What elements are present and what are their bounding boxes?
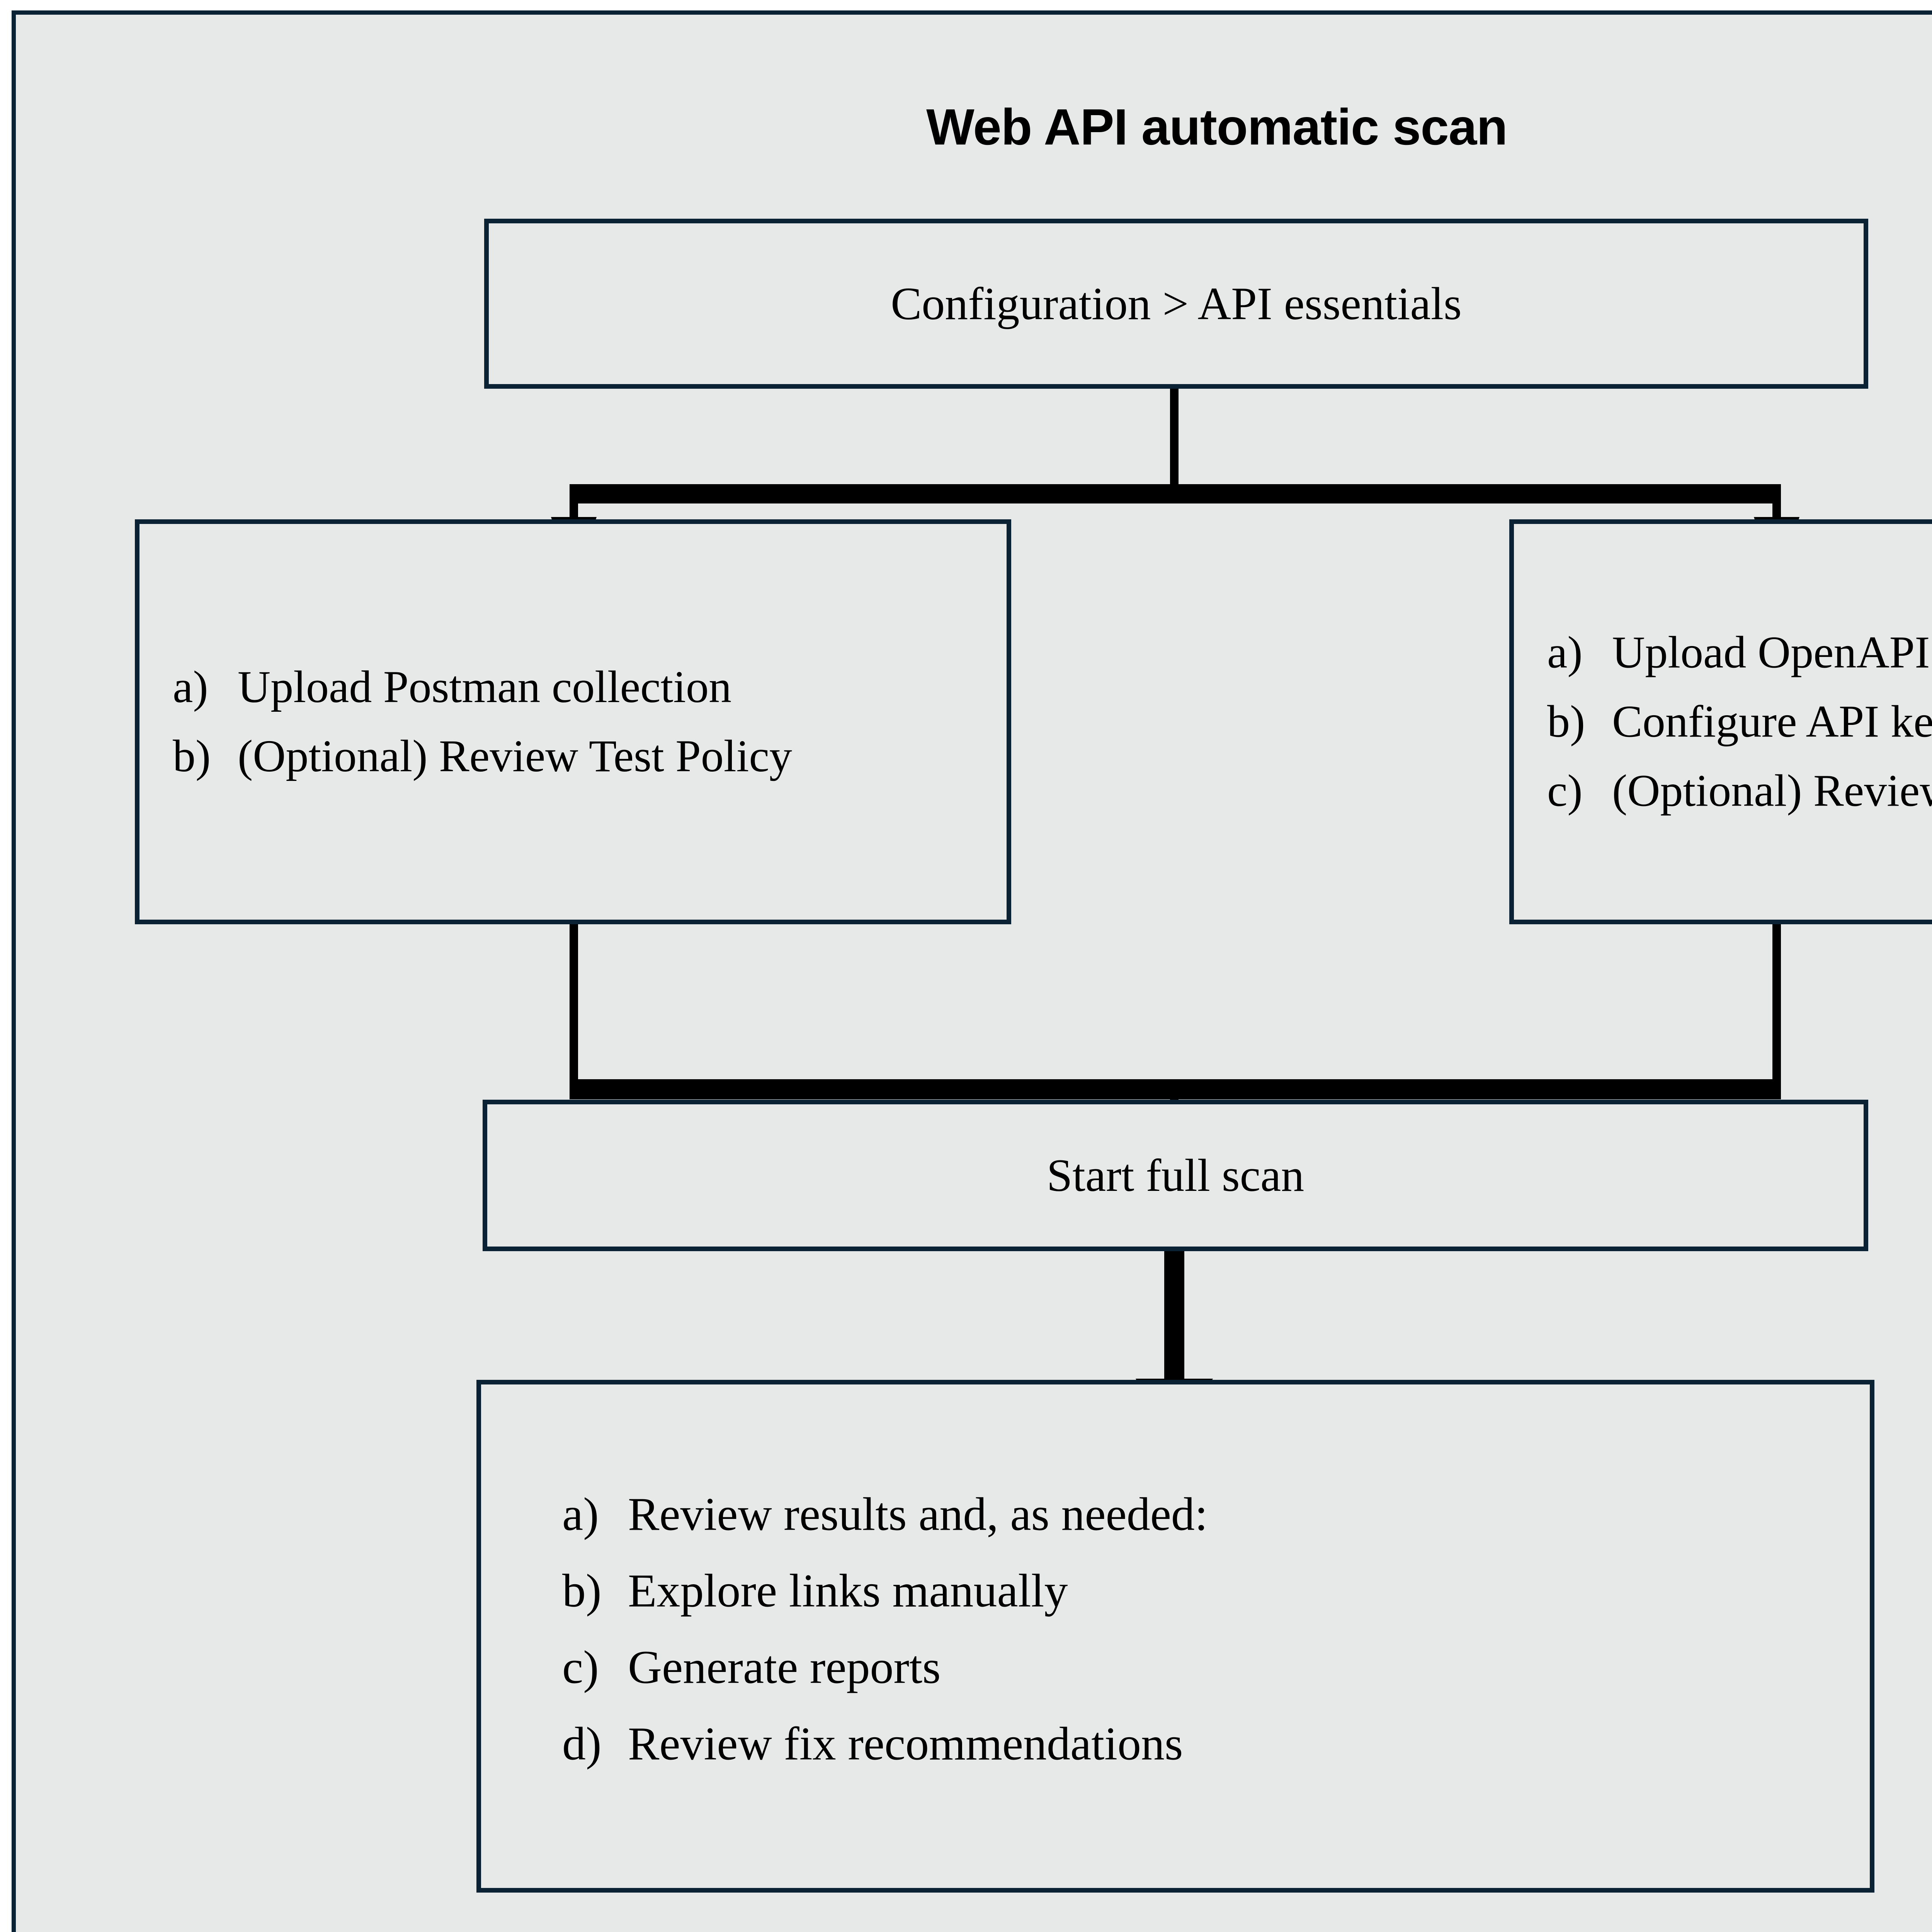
list-item-marker: d) (562, 1718, 602, 1770)
list-item: b) (Optional) Review Test Policy (173, 726, 989, 787)
list-item-text: (Optional) Review Test Policy (1612, 765, 1932, 816)
list-item-marker: c) (1547, 765, 1583, 816)
list-item-marker: a) (1547, 627, 1583, 678)
node-start-full-scan[interactable]: Start full scan (483, 1100, 1868, 1251)
list-item-marker: b) (562, 1565, 602, 1617)
list-item-text: Explore links manually (628, 1565, 1068, 1617)
list-item-text: Review fix recommendations (628, 1718, 1183, 1770)
node-configuration-label: Configuration > API essentials (891, 277, 1462, 329)
list-item-marker: a) (173, 662, 208, 713)
list-item: b) Configure API key (1547, 692, 1932, 752)
list-item: a) Upload Postman collection (173, 657, 989, 718)
list-item: a) Upload OpenAPI description file (1547, 622, 1932, 683)
list-item-marker: b) (173, 731, 211, 781)
list-item-text: Upload Postman collection (238, 662, 732, 713)
node-configuration-api-essentials[interactable]: Configuration > API essentials (484, 219, 1868, 389)
list-item: d) Review fix recommendations (562, 1713, 1852, 1776)
node-upload-postman-collection[interactable]: a) Upload Postman collection b) (Optiona… (135, 519, 1011, 924)
results-step-list: a) Review results and, as needed: b) Exp… (481, 1483, 1870, 1789)
list-item: c) Generate reports (562, 1636, 1852, 1699)
diagram-frame: Web API automatic scan Configuration > A… (12, 10, 1932, 1932)
list-item-text: Upload OpenAPI description file (1612, 627, 1932, 678)
list-item: c) (Optional) Review Test Policy (1547, 760, 1932, 821)
page-title: Web API automatic scan (926, 99, 1508, 155)
openapi-step-list: a) Upload OpenAPI description file b) Co… (1514, 622, 1932, 821)
node-start-full-scan-label: Start full scan (1046, 1149, 1304, 1201)
node-review-results[interactable]: a) Review results and, as needed: b) Exp… (476, 1380, 1874, 1893)
list-item: b) Explore links manually (562, 1560, 1852, 1622)
list-item-text: Review results and, as needed: (628, 1488, 1208, 1540)
list-item-marker: a) (562, 1488, 599, 1540)
list-item-marker: b) (1547, 696, 1585, 747)
list-item-marker: c) (562, 1641, 599, 1694)
node-upload-openapi-description[interactable]: a) Upload OpenAPI description file b) Co… (1509, 519, 1932, 924)
list-item-text: (Optional) Review Test Policy (238, 731, 792, 781)
list-item-text: Generate reports (628, 1641, 941, 1694)
postman-step-list: a) Upload Postman collection b) (Optiona… (139, 657, 1007, 787)
list-item-text: Configure API key (1612, 696, 1932, 747)
list-item: a) Review results and, as needed: (562, 1483, 1852, 1546)
